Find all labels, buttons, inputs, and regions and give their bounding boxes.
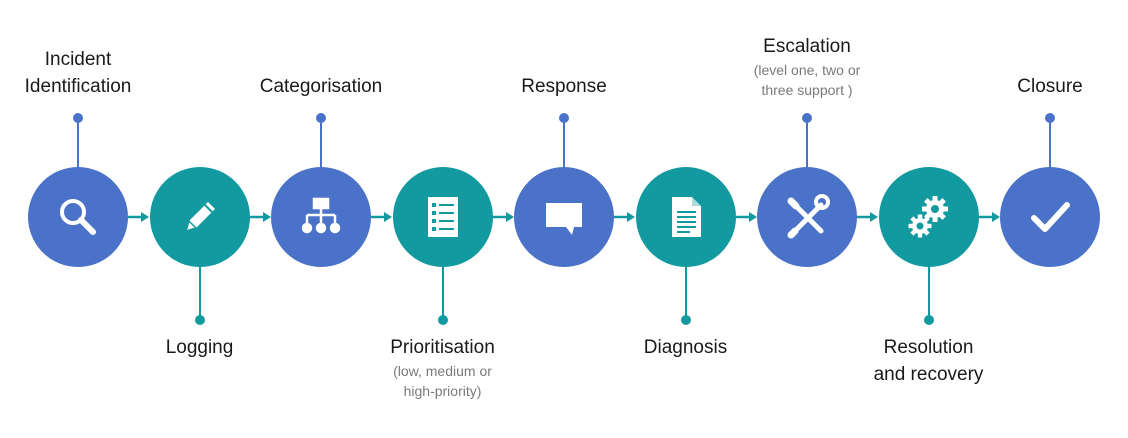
step-title-line: Escalation xyxy=(763,36,851,57)
step-title-line: Diagnosis xyxy=(643,337,728,358)
step-label-diagnosis: Diagnosis xyxy=(596,334,776,361)
step-label-escalation: Escalation (level one, two or three suppor… xyxy=(717,33,897,100)
flow-arrow xyxy=(492,212,514,222)
connector-line xyxy=(927,265,930,320)
step-label-closure: Closure xyxy=(960,73,1128,100)
checklist-icon xyxy=(417,191,469,243)
document-icon xyxy=(660,191,712,243)
gears-icon xyxy=(903,191,955,243)
step-title-line: Categorisation xyxy=(259,76,383,97)
step-label-logging: Logging xyxy=(110,334,290,361)
hierarchy-icon xyxy=(295,191,347,243)
step-subtitle-line: three support ) xyxy=(761,82,853,98)
speech-bubble-icon xyxy=(538,191,590,243)
step-circle-categorisation xyxy=(271,167,371,267)
step-circle-escalation xyxy=(757,167,857,267)
connector-line xyxy=(198,265,201,320)
connector-line xyxy=(684,265,687,320)
step-circle-closure xyxy=(1000,167,1100,267)
connector-dot xyxy=(316,113,326,123)
flow-arrow xyxy=(249,212,271,222)
step-label-prioritisation: Prioritisation (low, medium or high-priori… xyxy=(353,334,533,401)
step-circle-response xyxy=(514,167,614,267)
step-title-line: Prioritisation xyxy=(390,337,495,358)
flow-arrow xyxy=(857,212,878,222)
connector-dot xyxy=(680,315,691,325)
step-label-categorisation: Categorisation xyxy=(231,73,411,100)
step-title-line: Resolution xyxy=(883,337,974,358)
flow-arrow xyxy=(978,212,1000,222)
flow-arrow xyxy=(371,212,392,222)
step-title-line: Incident xyxy=(44,49,112,70)
connector-dot xyxy=(437,315,448,325)
step-circle-resolution-and-recovery xyxy=(878,167,979,267)
tools-icon xyxy=(781,191,833,243)
pencil-icon xyxy=(174,191,226,243)
connector-line xyxy=(441,265,444,320)
step-circle-diagnosis xyxy=(635,167,736,267)
step-label-resolution-and-recovery: Resolution and recovery xyxy=(839,334,1019,388)
step-subtitle-line: (low, medium or xyxy=(393,363,492,379)
connector-dot xyxy=(923,315,934,325)
step-label-response: Response xyxy=(474,73,654,100)
flow-arrow xyxy=(735,212,757,222)
step-title-line: Closure xyxy=(1017,76,1083,97)
step-title-line: Logging xyxy=(165,337,234,358)
checkmark-icon xyxy=(1024,191,1076,243)
step-circle-incident-identification xyxy=(28,167,128,267)
connector-line xyxy=(77,118,79,169)
connector-line xyxy=(1049,118,1051,169)
step-circle-prioritisation xyxy=(392,167,493,267)
step-subtitle-line: high-priority) xyxy=(403,383,482,399)
connector-line xyxy=(806,118,808,169)
step-title-line: Response xyxy=(521,76,607,97)
step-circle-logging xyxy=(149,167,250,267)
connector-line xyxy=(563,118,565,169)
connector-dot xyxy=(73,113,83,123)
connector-dot xyxy=(194,315,205,325)
magnifier-icon xyxy=(52,191,104,243)
connector-dot xyxy=(559,113,569,123)
step-title-line: and recovery xyxy=(873,364,984,385)
connector-dot xyxy=(802,113,812,123)
connector-line xyxy=(320,118,322,169)
flow-arrow xyxy=(128,212,149,222)
flow-arrow xyxy=(614,212,635,222)
step-title-line: Identification xyxy=(24,76,132,97)
step-subtitle-line: (level one, two or xyxy=(753,62,861,78)
connector-dot xyxy=(1045,113,1055,123)
